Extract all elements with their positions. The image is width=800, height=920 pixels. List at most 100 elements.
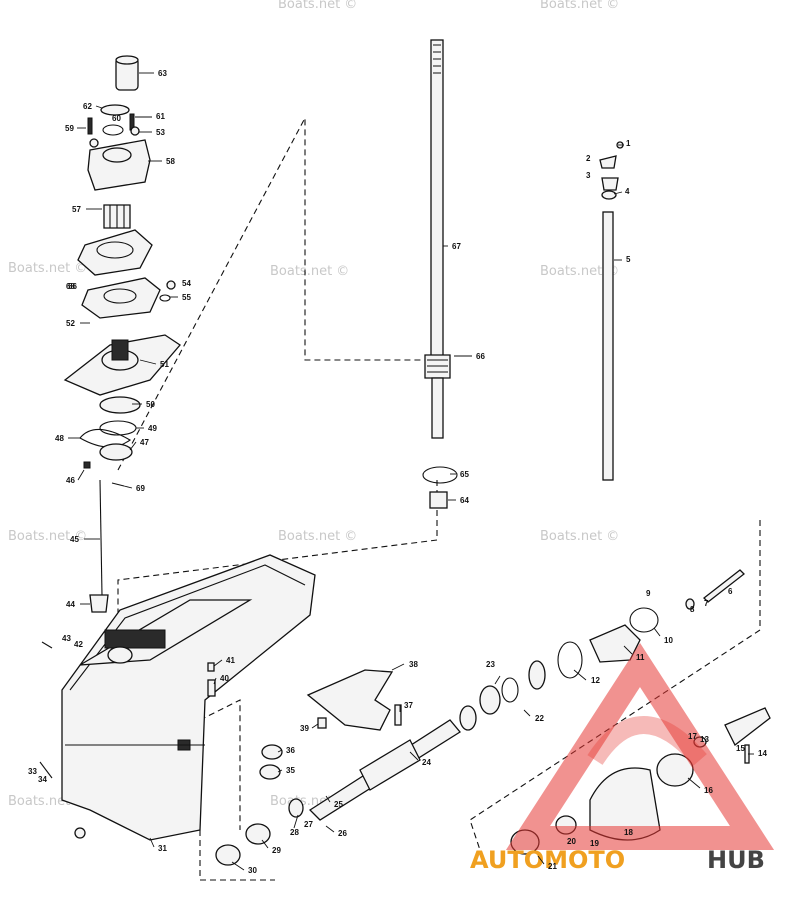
shift-rod: [599, 141, 624, 481]
leader-line-28: [293, 814, 299, 829]
callout-9: 9: [646, 589, 651, 598]
leader-line-62: [95, 105, 103, 109]
water-pump-stack: [63, 55, 181, 613]
leader-line-38: [391, 663, 405, 671]
callout-29: 29: [272, 846, 281, 855]
callout-43: 43: [62, 634, 71, 643]
watermark: Boats.net ©: [278, 0, 357, 12]
callout-8: 8: [690, 605, 695, 614]
callout-42: 42: [74, 640, 83, 649]
leader-line-23: [494, 675, 501, 685]
callout-39: 39: [300, 724, 309, 733]
leader-line-26: [325, 825, 335, 833]
leader-line-11: [623, 645, 633, 655]
leader-line-12: [573, 669, 587, 681]
callout-11: 11: [636, 653, 645, 662]
callout-53: 53: [156, 128, 165, 137]
leader-line-35: [277, 769, 283, 773]
callout-10: 10: [664, 636, 673, 645]
callout-36: 36: [286, 746, 295, 755]
callout-63: 63: [158, 69, 167, 78]
leader-line-24: [409, 751, 419, 761]
callout-40: 40: [220, 674, 229, 683]
callout-34: 34: [38, 775, 47, 784]
callout-5: 5: [626, 255, 631, 264]
callout-20: 20: [567, 837, 576, 846]
leader-line-16: [687, 777, 701, 789]
watermark: Boats.net ©: [540, 529, 619, 544]
leader-line-36: [277, 749, 283, 753]
leader-line-10: [653, 627, 661, 637]
leader-line-40: [213, 677, 217, 685]
callout-61: 61: [156, 112, 165, 121]
automotohub-logo: AUTOMOTO HUB: [470, 642, 775, 874]
callout-52: 52: [66, 319, 75, 328]
logo-text-gray: HUB: [707, 846, 765, 874]
callout-16: 16: [704, 786, 713, 795]
leader-line-22: [523, 709, 531, 717]
leader-line-30: [231, 861, 245, 871]
callout-66: 66: [476, 352, 485, 361]
callout-35: 35: [286, 766, 295, 775]
callout-1: 1: [626, 139, 631, 148]
callout-67: 67: [452, 242, 461, 251]
leader-line-29: [261, 839, 269, 849]
callout-55: 55: [182, 293, 191, 302]
callout-31: 31: [158, 844, 167, 853]
watermark: Boats.net ©: [540, 0, 619, 12]
callout-58: 58: [166, 157, 175, 166]
callout-26: 26: [338, 829, 347, 838]
callout-69: 69: [136, 484, 145, 493]
watermark: Boats.net ©: [278, 529, 357, 544]
callout-45: 45: [70, 535, 79, 544]
logo-triangle-icon: [505, 642, 775, 850]
callout-21: 21: [548, 862, 557, 871]
propshaft-assembly: [215, 569, 745, 866]
callout-64: 64: [460, 496, 469, 505]
callout-12: 12: [591, 676, 600, 685]
leader-line-46: [77, 469, 85, 481]
callout-44: 44: [66, 600, 75, 609]
leader-line-41: [213, 659, 223, 667]
leader-line-4: [613, 191, 623, 195]
watermark: Boats.net ©: [540, 264, 619, 279]
leader-line-21: [537, 855, 545, 865]
callout-47: 47: [140, 438, 149, 447]
gear-housing: [39, 554, 316, 841]
logo-text-orange: AUTOMOTO: [470, 846, 625, 874]
callout-51: 51: [160, 360, 169, 369]
callout-3: 3: [586, 171, 591, 180]
callout-17: 17: [688, 732, 697, 741]
leader-line-31: [149, 837, 155, 848]
watermark: Boats.net ©: [270, 264, 349, 279]
leader-line-25: [325, 795, 331, 803]
callout-56: 56: [68, 282, 77, 291]
leader-line-39: [311, 723, 319, 729]
callout-68: 68: [66, 282, 75, 291]
callout-30: 30: [248, 866, 257, 875]
callout-37: 37: [404, 701, 413, 710]
leader-line-47: [129, 441, 137, 451]
callout-33: 33: [28, 767, 37, 776]
watermark: Boats.net ©: [8, 261, 87, 276]
callout-27: 27: [304, 820, 313, 829]
callout-14: 14: [758, 749, 767, 758]
callout-labels: 1234567891011121314151617181920212223242…: [28, 69, 767, 875]
callout-23: 23: [486, 660, 495, 669]
watermark: Boats.net ©: [8, 529, 87, 544]
leader-line-69: [123, 485, 133, 489]
callout-4: 4: [625, 187, 630, 196]
callout-49: 49: [148, 424, 157, 433]
callout-22: 22: [535, 714, 544, 723]
callout-41: 41: [226, 656, 235, 665]
callout-7: 7: [704, 599, 709, 608]
callout-60: 60: [112, 114, 121, 123]
callout-48: 48: [55, 434, 64, 443]
callout-28: 28: [290, 828, 299, 837]
callout-18: 18: [624, 828, 633, 837]
callout-15: 15: [736, 744, 745, 753]
callout-25: 25: [334, 800, 343, 809]
drive-shaft: [422, 39, 458, 509]
callout-38: 38: [409, 660, 418, 669]
